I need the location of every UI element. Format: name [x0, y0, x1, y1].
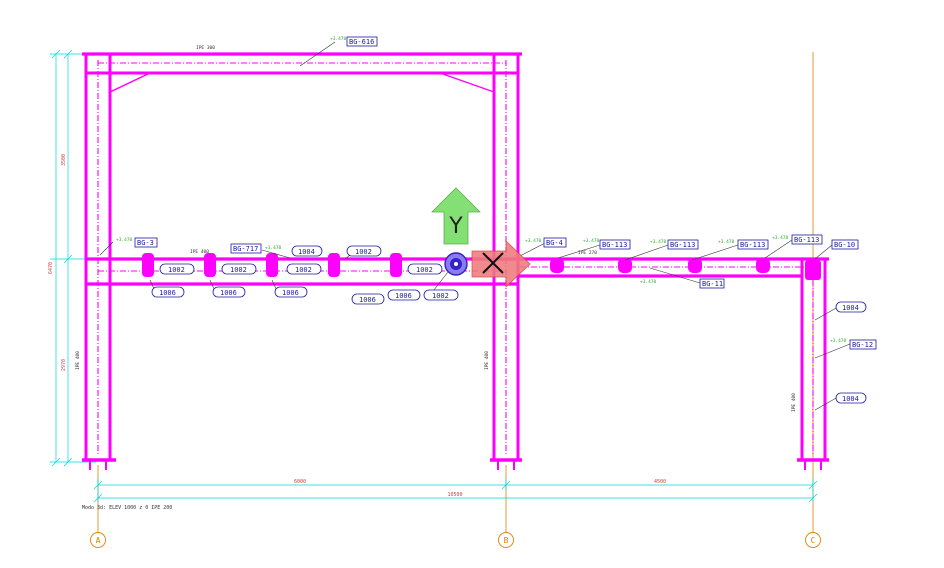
dim-left-upper: 3500: [61, 154, 67, 166]
tag-113d[interactable]: BG-113: [791, 234, 823, 245]
svg-text:BG-616: BG-616: [349, 38, 374, 46]
svg-text:1002: 1002: [432, 292, 449, 300]
top-beam: [82, 52, 522, 93]
svg-text:1006: 1006: [282, 289, 299, 297]
svg-text:BG-3: BG-3: [137, 239, 154, 247]
svg-text:+3.470: +3.470: [116, 237, 133, 243]
dim-span-bc: 4500: [654, 479, 666, 485]
svg-text:1002: 1002: [168, 266, 185, 274]
bubble[interactable]: 1004: [291, 245, 323, 257]
mid-beam-profile: IPE 400: [190, 249, 209, 255]
svg-text:+3.470: +3.470: [525, 238, 542, 244]
svg-text:BG-10: BG-10: [834, 241, 855, 249]
svg-text:+3.470: +3.470: [265, 245, 282, 251]
tag-under-beam[interactable]: BG-11: [699, 278, 725, 289]
dim-span-total: 10500: [447, 492, 462, 498]
svg-text:+3.470: +3.470: [640, 279, 657, 285]
tag-left-beam[interactable]: BG-3: [134, 237, 158, 248]
ucs-axes-icon[interactable]: Y: [431, 187, 531, 288]
svg-text:+3.470: +3.470: [830, 338, 847, 344]
svg-text:BG-113: BG-113: [670, 241, 695, 249]
svg-text:1002: 1002: [416, 266, 433, 274]
bottom-dimensions: [93, 478, 818, 503]
svg-text:BG-4: BG-4: [546, 239, 563, 247]
tag-top-beam[interactable]: BG-616: [346, 36, 378, 47]
bubble[interactable]: 1006: [212, 286, 246, 298]
elevation-labels: +3.470 +3.470 +3.470 +3.470 +3.470 +3.47…: [116, 36, 853, 344]
column-a: [82, 54, 116, 470]
tag-right-start[interactable]: BG-4: [543, 237, 567, 248]
top-beam-profile: IPE 300: [196, 45, 215, 51]
bubble[interactable]: 1006: [351, 293, 385, 305]
bubble[interactable]: 1006: [151, 286, 185, 298]
svg-text:1002: 1002: [230, 266, 247, 274]
svg-text:BG-11: BG-11: [702, 280, 723, 288]
leader-lines: [99, 41, 851, 411]
mid-col-profile: IPE 400: [484, 351, 490, 370]
svg-text:1006: 1006: [395, 292, 412, 300]
column-c: [797, 260, 829, 470]
dim-left-total: 6470: [48, 262, 54, 274]
x-axis-arrow-icon: [471, 240, 531, 288]
grid-bubble-a: [90, 532, 106, 548]
tag-113c[interactable]: BG-113: [737, 239, 769, 250]
svg-text:BG-113: BG-113: [740, 241, 765, 249]
svg-text:1004: 1004: [298, 248, 315, 256]
svg-text:+3.470: +3.470: [718, 239, 735, 245]
bubble[interactable]: 1002: [407, 263, 443, 275]
bubble[interactable]: 1006: [274, 286, 308, 298]
svg-text:BG-113: BG-113: [794, 236, 819, 244]
grid-bubble-c: [805, 532, 821, 548]
tag-113b[interactable]: BG-113: [667, 239, 699, 250]
left-col-profile: IPE 400: [75, 351, 81, 370]
bubble[interactable]: 1004: [835, 392, 867, 404]
svg-text:+3.470: +3.470: [772, 235, 789, 241]
bubble[interactable]: 1002: [346, 245, 382, 257]
grid-bubble-b: [498, 532, 514, 548]
svg-text:1004: 1004: [842, 395, 859, 403]
y-axis-arrow-icon: [431, 187, 481, 245]
y-axis-label: Y: [448, 214, 463, 239]
svg-text:1002: 1002: [295, 266, 312, 274]
bubble[interactable]: 1002: [286, 263, 322, 275]
tag-end-beam[interactable]: BG-10: [831, 239, 859, 250]
beam-connections: [142, 253, 770, 277]
dim-left-lower: 2970: [61, 359, 67, 371]
tag-113a[interactable]: BG-113: [599, 239, 631, 250]
dim-span-ab: 6000: [294, 479, 306, 485]
tag-boxes: BG-616 BG-3 BG-717 BG-4 BG-113 BG-113 BG…: [134, 36, 877, 350]
bubble[interactable]: 1002: [423, 289, 459, 301]
bubble[interactable]: 1006: [387, 289, 421, 301]
tag-right-col[interactable]: BG-12: [849, 339, 877, 350]
svg-text:1002: 1002: [355, 248, 372, 256]
svg-text:+3.470: +3.470: [330, 36, 347, 42]
mark-bubbles: 1002 1002 1002 1002 1002 1002 1004 1004 …: [151, 245, 867, 404]
svg-text:1006: 1006: [159, 289, 176, 297]
bottom-note: Modo 3d: ELEV 1000 z 0 IPE 200: [82, 505, 172, 511]
right-beam: [518, 257, 829, 280]
grid-label-c: C: [811, 536, 816, 545]
left-dimensions: [50, 49, 96, 467]
svg-text:1004: 1004: [842, 304, 859, 312]
right-col-profile: IPE 400: [791, 393, 797, 412]
bubble[interactable]: 1004: [835, 301, 867, 313]
svg-text:+3.470: +3.470: [650, 239, 667, 245]
bubble[interactable]: 1002: [221, 263, 257, 275]
bubble[interactable]: 1002: [159, 263, 195, 275]
grid-label-b: B: [504, 536, 509, 545]
svg-text:+3.470: +3.470: [583, 238, 600, 244]
svg-text:BG-113: BG-113: [602, 241, 627, 249]
right-beam-profile: IPE 270: [578, 250, 597, 256]
svg-text:1006: 1006: [220, 289, 237, 297]
grid-label-a: A: [96, 536, 101, 545]
svg-text:BG-12: BG-12: [852, 341, 873, 349]
tag-mid-beam[interactable]: BG-717: [230, 243, 262, 254]
svg-text:1006: 1006: [359, 296, 376, 304]
svg-text:BG-717: BG-717: [233, 245, 258, 253]
